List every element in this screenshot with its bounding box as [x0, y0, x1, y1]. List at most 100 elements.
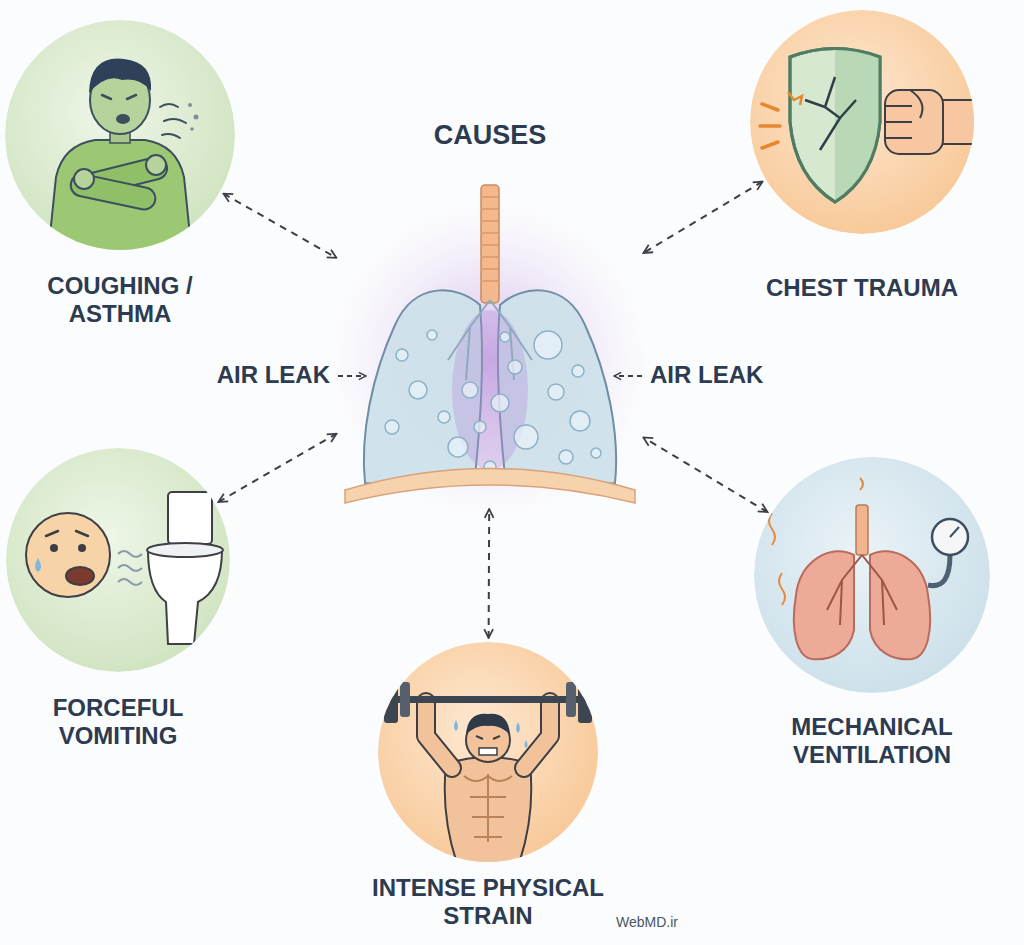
lungs-illustration-part-part [591, 448, 601, 458]
strain-illustration-part-part [454, 720, 528, 748]
lungs-illustration-part [364, 290, 482, 486]
lungs-illustration-part-part [448, 437, 468, 457]
strain-illustration-part-part [384, 676, 398, 723]
ventilation-illustration [754, 457, 990, 693]
coughing-illustration-part-part [146, 155, 166, 175]
strain-illustration-part-part [476, 736, 500, 739]
cause-label: INTENSE PHYSICAL STRAIN [358, 874, 618, 929]
coughing-illustration-part-part [74, 169, 94, 189]
coughing-illustration-part-part [188, 103, 192, 107]
lungs-illustration-part-part [427, 330, 437, 340]
coughing-illustration-part-part [48, 140, 192, 255]
ventilation-illustration-part-part [827, 555, 897, 625]
chest-trauma-illustration-part [760, 49, 985, 203]
strain-illustration-part-part [400, 682, 410, 717]
vomiting-illustration-part [26, 492, 223, 644]
chest-trauma-illustration-part-part [885, 106, 912, 138]
chest-trauma-illustration-part-part [790, 49, 880, 203]
ventilation-illustration-part-part [794, 551, 854, 659]
vomiting-illustration-part-part [118, 551, 142, 585]
coughing-illustration-part-part [190, 127, 194, 131]
ventilation-illustration-part [754, 457, 990, 693]
vomiting-illustration-part-part [66, 567, 94, 585]
strain-illustration-part-part [464, 774, 512, 842]
lungs-illustration-part-part [548, 384, 564, 400]
ventilation-illustration-part-part [928, 555, 950, 586]
cause-circle: MECHANICAL VENTILATION [754, 457, 990, 693]
chest-trauma-illustration-part-part [805, 77, 856, 150]
chest-trauma-illustration [750, 10, 985, 234]
lungs-illustration-part-part [572, 365, 584, 377]
lungs-illustration-part [481, 197, 499, 281]
lungs-illustration-part-part [500, 332, 510, 342]
cause-label: COUGHING / ASTHMA [25, 272, 215, 327]
cause-label: FORCEFUL VOMITING [28, 694, 208, 749]
strain-illustration-part-part [466, 714, 510, 734]
coughing-illustration-part-part [160, 104, 186, 138]
vomiting-illustration-part-part [147, 543, 223, 557]
lungs-illustration-part-part [385, 420, 399, 434]
vomiting-illustration-part-part [78, 544, 86, 552]
air-leak-label: AIR LEAK [217, 361, 330, 389]
vomiting-illustration-part-part [168, 492, 212, 544]
dashed-arrow [643, 182, 762, 253]
cause-circle: FORCEFUL VOMITING [6, 448, 230, 672]
strain-illustration [373, 642, 603, 877]
chest-trauma-illustration-part-part [835, 49, 880, 202]
lungs-illustration-part-part [409, 381, 427, 399]
lungs-illustration-part-part [396, 349, 408, 361]
lungs-illustration-part-part [534, 331, 562, 359]
chest-trauma-illustration-part-part [885, 90, 943, 154]
vomiting-illustration-part-part [26, 513, 110, 597]
lungs-illustration-part-part [491, 394, 509, 412]
ventilation-illustration-part-part [932, 519, 968, 555]
dashed-arrow [224, 194, 337, 258]
coughing-illustration-part-part [194, 115, 199, 120]
air-leak-leaders [338, 375, 642, 377]
strain-illustration-part-part [426, 702, 550, 768]
lungs-illustration-part-part [438, 411, 450, 423]
strain-illustration-part-part [566, 682, 576, 717]
lungs-illustration-part-part [514, 425, 538, 449]
lungs-illustration-part-part [559, 450, 573, 464]
vomiting-illustration-part-part [148, 550, 222, 644]
ventilation-illustration-part-part [769, 478, 863, 605]
dashed-arrow [488, 509, 491, 638]
vomiting-illustration [6, 448, 230, 672]
vomiting-illustration-part-part [35, 558, 41, 572]
chest-trauma-illustration-part [750, 10, 974, 234]
coughing-illustration-part-part [116, 114, 130, 124]
lungs-illustration-part-part [462, 382, 478, 398]
air-leak-label: AIR LEAK [650, 361, 763, 389]
strain-illustration-part [373, 676, 603, 877]
air-leak-leaders-part [614, 375, 642, 377]
lungs-illustration-part [345, 469, 635, 504]
lungs-illustration [330, 185, 650, 520]
lungs-illustration-part-part [508, 360, 522, 374]
chest-trauma-illustration-part-part [790, 49, 880, 203]
coughing-illustration-part-part [89, 59, 151, 93]
air-leak-leaders-part [338, 375, 366, 377]
coughing-illustration-part [48, 59, 199, 255]
ventilation-illustration-part-part [856, 505, 868, 555]
strain-illustration-part-part [578, 676, 592, 723]
chest-trauma-illustration-part-part [788, 92, 802, 105]
strain-illustration-part-part [479, 748, 497, 755]
vomiting-illustration-part-part [50, 544, 58, 552]
lungs-illustration-part [385, 330, 601, 473]
coughing-illustration-part-part [102, 95, 136, 99]
cause-circle: COUGHING / ASTHMA [5, 20, 235, 250]
lungs-node: AIR LEAKAIR LEAK [340, 185, 640, 505]
cause-circle: CHEST TRAUMA [750, 10, 974, 234]
strain-illustration-part-part [426, 702, 550, 768]
ventilation-illustration-part [769, 478, 968, 659]
cause-circle: INTENSE PHYSICAL STRAIN [378, 642, 598, 862]
lungs-illustration-part [448, 300, 532, 380]
lungs-illustration-part-part [570, 411, 590, 431]
ventilation-illustration-part-part [950, 527, 959, 537]
coughing-illustration [5, 20, 235, 255]
cause-label: CHEST TRAUMA [742, 274, 982, 302]
chest-trauma-illustration-part-part [760, 104, 780, 148]
cause-label: MECHANICAL VENTILATION [757, 713, 987, 768]
